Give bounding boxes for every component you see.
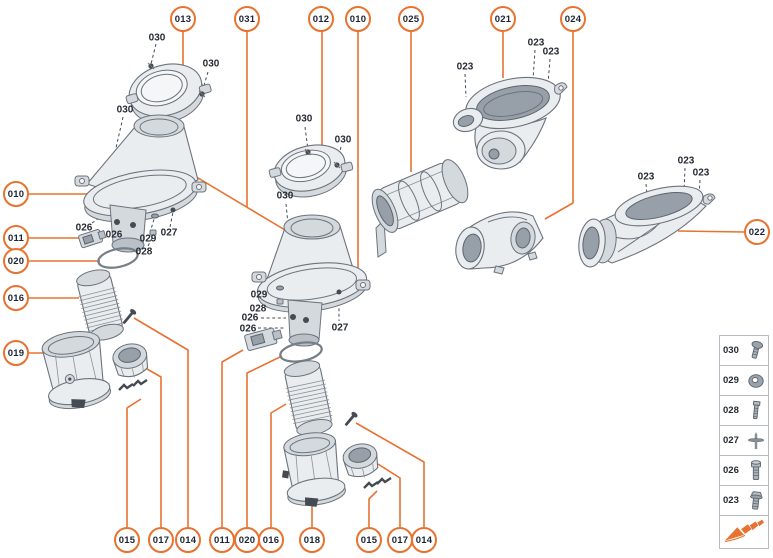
brand-arrow-logo	[723, 519, 765, 545]
callout-badge-012[interactable]: 012	[308, 6, 334, 32]
callout-badge-025[interactable]: 025	[398, 6, 424, 32]
legend-row-028: 028	[720, 396, 768, 426]
part-corrugated-hose-016-left[interactable]	[73, 266, 127, 343]
part-label-029: 029	[139, 233, 157, 245]
part-label-030: 030	[334, 134, 352, 146]
part-screw-014-center[interactable]	[343, 411, 359, 428]
part-clips-015-left[interactable]	[118, 379, 148, 391]
bolt-icon	[747, 398, 765, 424]
callout-badge-014-left[interactable]: 014	[175, 527, 201, 553]
screw-030-right	[198, 90, 206, 98]
part-lower-housing-018[interactable]	[276, 429, 347, 511]
part-filter-element-025[interactable]	[367, 156, 473, 236]
part-air-cleaner-housing-left[interactable]	[74, 114, 207, 253]
part-label-023: 023	[637, 171, 655, 183]
callout-badge-011-bottom[interactable]: 011	[209, 527, 235, 553]
part-screw-014-left[interactable]	[121, 308, 137, 326]
legend-label: 027	[723, 435, 739, 446]
part-sleeve-017-center[interactable]	[341, 441, 381, 481]
callout-badge-017-center[interactable]: 017	[387, 527, 413, 553]
part-elbow-duct-024[interactable]	[453, 211, 544, 275]
flange-tab-right	[191, 181, 207, 193]
part-label-023: 023	[692, 167, 710, 179]
callout-badge-021[interactable]: 021	[490, 6, 516, 32]
legend-row-023: 023	[720, 486, 768, 516]
legend-row-026: 026	[720, 456, 768, 486]
part-label-030: 030	[276, 190, 294, 202]
legend-label: 028	[723, 405, 739, 416]
callout-badge-031[interactable]: 031	[234, 6, 260, 32]
flange-tab-right	[355, 279, 371, 291]
callout-leader-lines	[29, 32, 745, 527]
part-label-026: 026	[239, 323, 257, 335]
callout-badge-016-bottom[interactable]: 016	[258, 527, 284, 553]
part-label-023: 023	[677, 155, 695, 167]
part-label-023: 023	[456, 61, 474, 73]
screw-030-cover-right	[333, 161, 341, 169]
callout-badge-010-left[interactable]: 010	[3, 181, 29, 207]
callout-badge-024[interactable]: 024	[560, 6, 586, 32]
part-sensor-011-left[interactable]	[78, 228, 107, 249]
callout-badge-022[interactable]: 022	[744, 219, 770, 245]
part-air-cleaner-cover-left[interactable]	[120, 54, 216, 132]
part-label-026: 026	[241, 312, 259, 324]
callout-badge-015-center[interactable]: 015	[356, 527, 382, 553]
callout-badge-016-left[interactable]: 016	[3, 285, 29, 311]
legend-row-logo	[720, 516, 768, 548]
part-label-030: 030	[148, 32, 166, 44]
callout-badge-020-bottom[interactable]: 020	[234, 527, 260, 553]
pan-head-screw-icon	[747, 338, 765, 364]
part-label-026: 026	[75, 222, 93, 234]
callout-badge-018[interactable]: 018	[299, 527, 325, 553]
callout-badge-010-top[interactable]: 010	[345, 6, 371, 32]
washer-icon	[747, 368, 765, 394]
flange-tab-left	[74, 175, 90, 187]
fastener-legend: 030 029 028	[719, 335, 769, 549]
part-sensor-011-center[interactable]	[244, 326, 283, 351]
legend-label: 023	[723, 495, 739, 506]
screw-030-top-left	[147, 62, 155, 70]
legend-label: 029	[723, 375, 739, 386]
part-intake-duct-021[interactable]	[450, 70, 568, 170]
screw-030-cover-top	[304, 148, 312, 156]
part-oring-020-center[interactable]	[279, 339, 323, 364]
part-intake-duct-022[interactable]	[577, 179, 716, 269]
callout-badge-013[interactable]: 013	[170, 6, 196, 32]
part-label-027: 027	[160, 227, 178, 239]
part-corrugated-hose-016-center[interactable]	[281, 358, 336, 439]
legend-row-029: 029	[720, 366, 768, 396]
expansion-rivet-icon	[747, 428, 765, 454]
part-label-026: 026	[105, 229, 123, 241]
legend-row-027: 027	[720, 426, 768, 456]
callout-badge-019[interactable]: 019	[3, 340, 29, 366]
flange-tab-left	[251, 271, 267, 283]
callout-badge-020-left[interactable]: 020	[3, 248, 29, 274]
part-label-023: 023	[542, 46, 560, 58]
hex-flange-bolt-icon	[747, 488, 765, 514]
part-label-030: 030	[295, 113, 313, 125]
callout-badge-017-left[interactable]: 017	[148, 527, 174, 553]
part-sleeve-017-left[interactable]	[111, 341, 151, 381]
part-air-cleaner-cover-012[interactable]	[265, 137, 357, 229]
part-lower-housing-019[interactable]	[38, 327, 112, 414]
cheese-head-screw-icon	[747, 458, 765, 484]
part-label-028: 028	[249, 303, 267, 315]
part-label-029: 029	[250, 289, 268, 301]
part-oring-020-left[interactable]	[97, 245, 140, 271]
part-label-030: 030	[116, 104, 134, 116]
legend-label: 030	[723, 345, 739, 356]
part-clips-015-center[interactable]	[363, 477, 392, 489]
callout-badge-015-left[interactable]: 015	[114, 527, 140, 553]
part-label-030: 030	[202, 58, 220, 70]
legend-label: 026	[723, 465, 739, 476]
part-label-023: 023	[527, 37, 545, 49]
part-label-028: 028	[135, 246, 153, 258]
part-label-027: 027	[331, 322, 349, 334]
legend-row-030: 030	[720, 336, 768, 366]
callout-badge-014-center[interactable]: 014	[411, 527, 437, 553]
part-air-cleaner-housing-center[interactable]	[251, 214, 387, 347]
